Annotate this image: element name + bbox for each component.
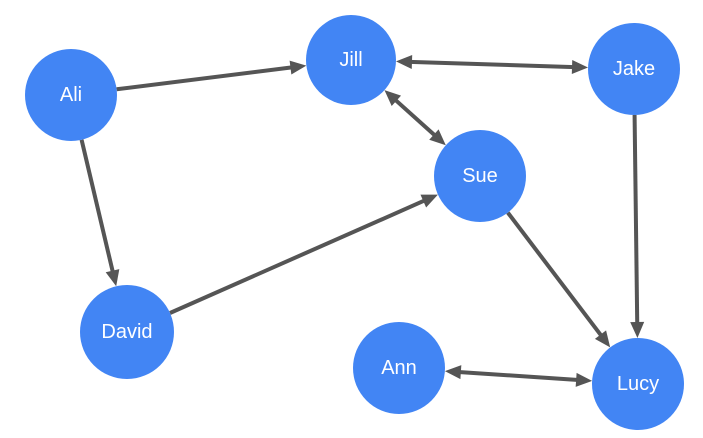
edge-david-to-sue bbox=[169, 194, 438, 315]
edge-line bbox=[506, 211, 604, 338]
node-david[interactable]: David bbox=[80, 285, 174, 379]
edge-jill-to-jake bbox=[395, 54, 589, 75]
arrowhead-to-lucy bbox=[575, 372, 593, 387]
node-jill[interactable]: Jill bbox=[306, 15, 396, 105]
edge-layer bbox=[79, 54, 645, 387]
arrowhead-to-jake bbox=[571, 60, 589, 75]
edge-line bbox=[79, 139, 116, 274]
node-ann[interactable]: Ann bbox=[353, 322, 445, 414]
node-jake[interactable]: Jake bbox=[588, 23, 680, 115]
edge-sue-to-lucy bbox=[506, 211, 611, 348]
node-circle-ali[interactable] bbox=[25, 49, 117, 141]
node-circle-ann[interactable] bbox=[353, 322, 445, 414]
arrowhead-to-jill bbox=[395, 54, 413, 69]
edge-jake-to-lucy bbox=[630, 114, 645, 338]
edge-line bbox=[632, 114, 640, 325]
arrowhead-to-lucy bbox=[630, 321, 645, 338]
node-circle-jake[interactable] bbox=[588, 23, 680, 115]
node-ali[interactable]: Ali bbox=[25, 49, 117, 141]
node-lucy[interactable]: Lucy bbox=[592, 338, 684, 430]
arrowhead-to-sue bbox=[420, 194, 438, 208]
node-circle-david[interactable] bbox=[80, 285, 174, 379]
arrowhead-to-david bbox=[105, 269, 120, 287]
edge-ali-to-jill bbox=[116, 60, 307, 92]
node-sue[interactable]: Sue bbox=[434, 130, 526, 222]
edge-line bbox=[169, 198, 427, 315]
edge-jill-to-sue bbox=[384, 90, 446, 146]
edge-line bbox=[393, 97, 438, 138]
edge-ann-to-lucy bbox=[444, 365, 593, 387]
arrowhead-to-jill bbox=[384, 90, 402, 106]
node-circle-sue[interactable] bbox=[434, 130, 526, 222]
edge-line bbox=[458, 369, 579, 383]
edge-line bbox=[116, 65, 294, 92]
node-circle-lucy[interactable] bbox=[592, 338, 684, 430]
edge-line bbox=[409, 59, 575, 70]
arrowhead-to-jill bbox=[289, 60, 307, 75]
edge-ali-to-david bbox=[79, 139, 120, 287]
arrowhead-to-sue bbox=[429, 129, 446, 146]
node-circle-jill[interactable] bbox=[306, 15, 396, 105]
arrowhead-to-ann bbox=[444, 365, 462, 380]
arrowhead-to-lucy bbox=[594, 330, 611, 348]
